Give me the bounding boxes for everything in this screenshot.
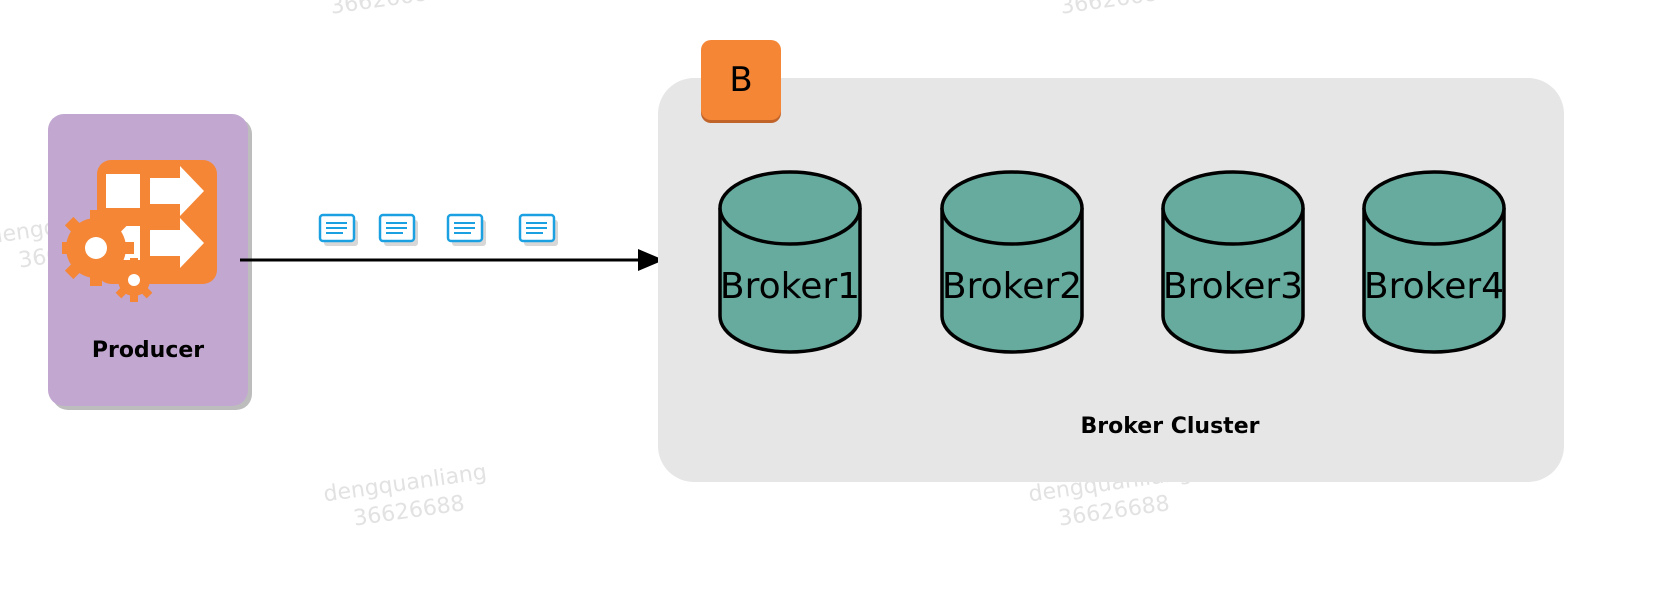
cluster-badge: B xyxy=(701,40,781,120)
message-document-icon xyxy=(318,213,358,246)
database-cylinder-icon xyxy=(940,170,1084,354)
watermark: 36626688 xyxy=(329,0,444,22)
watermark: 36626688 xyxy=(1059,0,1174,22)
broker-label: Broker3 xyxy=(1162,266,1304,307)
flow-arrow xyxy=(240,249,664,271)
broker-label: Broker2 xyxy=(941,266,1083,307)
broker-label: Broker1 xyxy=(719,266,861,307)
message-document-icon xyxy=(378,213,418,246)
broker-node[interactable]: Broker2 xyxy=(940,170,1084,354)
cluster-label: Broker Cluster xyxy=(1080,414,1260,439)
database-cylinder-icon xyxy=(718,170,862,354)
database-cylinder-icon xyxy=(1362,170,1506,354)
broker-label: Broker4 xyxy=(1363,266,1505,307)
broker-node[interactable]: Broker4 xyxy=(1362,170,1506,354)
message-document-icon xyxy=(446,213,486,246)
message-document-icon xyxy=(518,213,558,246)
broker-node[interactable]: Broker1 xyxy=(718,170,862,354)
producer-label: Producer xyxy=(91,338,205,363)
broker-node[interactable]: Broker3 xyxy=(1161,170,1305,354)
producer-gears-arrows-icon xyxy=(62,160,217,302)
database-cylinder-icon xyxy=(1161,170,1305,354)
